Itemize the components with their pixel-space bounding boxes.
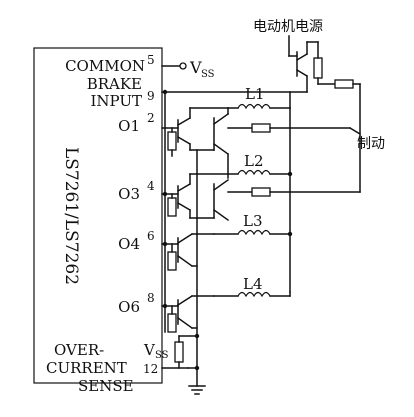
pin-o6-number: 8 [147, 291, 155, 305]
pin-over-label: OVER- [54, 341, 104, 359]
brake-resistor-1 [251, 123, 271, 133]
pin-input-label: INPUT [90, 92, 142, 110]
o3-base-resistor [167, 197, 177, 217]
pin-brake-number: 9 [147, 89, 155, 103]
pin-brake-label: BRAKE [87, 75, 142, 93]
pin-o3-label: O3 [118, 185, 140, 203]
svg-text:V: V [143, 341, 156, 359]
chip-name: LS7261/LS7262 [61, 147, 81, 285]
power-switch-transistor [288, 35, 361, 193]
o6-transistor [176, 294, 215, 330]
coil-l4-label: L4 [243, 275, 263, 293]
pin-o4-label: O4 [118, 235, 140, 253]
pin-o3-number: 4 [147, 179, 155, 193]
svg-text:SS: SS [155, 350, 169, 361]
svg-text:SS: SS [201, 69, 215, 80]
terminal-vss-top [179, 62, 187, 70]
o1-base-resistor [167, 131, 177, 151]
pin-common-label: COMMON [65, 57, 145, 75]
ground-icon [188, 367, 206, 395]
o1-transistor [176, 107, 215, 151]
pin-common-number: 5 [147, 53, 155, 67]
motor-power-label: 电动机电源 [253, 19, 323, 35]
pin-current-label: CURRENT [46, 359, 127, 377]
o6-base-resistor [167, 313, 177, 333]
chip-body [33, 47, 163, 384]
pin-sense-label: SENSE [78, 377, 134, 395]
brake-resistor-2 [251, 187, 271, 197]
coil-l2 [237, 169, 271, 176]
pin-o1-label: O1 [118, 117, 140, 135]
vss-bottom-label: V SS [143, 341, 169, 361]
o3-transistor [176, 173, 215, 219]
sense-resistor [174, 341, 184, 363]
pin-o4-number: 6 [147, 229, 155, 243]
coil-l3 [237, 229, 271, 236]
vss-top-label: V SS [189, 58, 215, 80]
coil-l3-label: L3 [243, 212, 263, 230]
coil-l4 [237, 291, 271, 298]
coil-l2-label: L2 [244, 152, 264, 170]
power-resistor [313, 57, 323, 79]
svg-text:V: V [189, 58, 202, 77]
coil-l1 [237, 103, 271, 110]
power-resistor-2 [334, 79, 354, 89]
o1-output-transistor [189, 107, 230, 156]
brake-label: 制动 [357, 136, 385, 152]
o3-output-transistor [189, 173, 230, 222]
pin-o6-label: O6 [118, 298, 140, 316]
coil-l1-label: L1 [245, 85, 265, 103]
o4-base-resistor [167, 251, 177, 271]
pin-o1-number: 2 [147, 111, 155, 125]
pin-sense-number: 12 [143, 362, 158, 376]
o4-transistor [176, 232, 215, 268]
